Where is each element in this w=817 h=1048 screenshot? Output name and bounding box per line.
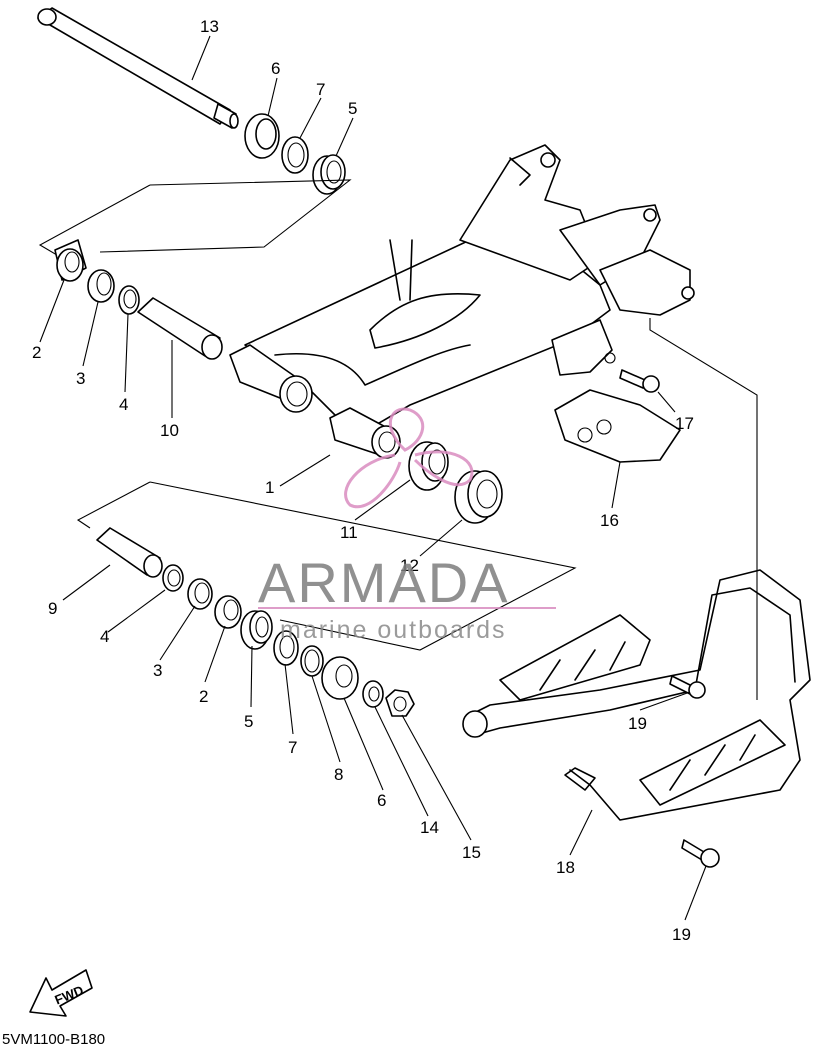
part-5-seal-lower[interactable] <box>240 610 273 650</box>
callout-17: 17 <box>675 414 694 433</box>
part-19-bolt-upper[interactable] <box>669 675 706 699</box>
callout-19-lower: 19 <box>672 925 691 944</box>
callout-3-lower: 3 <box>153 661 162 680</box>
callout-1: 1 <box>265 478 274 497</box>
callout-5: 5 <box>348 99 357 118</box>
callout-12: 12 <box>400 556 419 575</box>
callout-18: 18 <box>556 858 575 877</box>
callout-13: 13 <box>200 17 219 36</box>
part-16-chain-slider[interactable] <box>554 389 681 463</box>
part-4-washer-left[interactable] <box>118 285 140 315</box>
part-17-bolt[interactable] <box>619 369 660 393</box>
callout-4: 4 <box>119 395 128 414</box>
part-13-pivot-shaft[interactable] <box>37 7 239 129</box>
part-14-washer-small[interactable] <box>362 680 384 708</box>
upper-group-bracket <box>38 179 352 259</box>
callout-11: 11 <box>340 523 358 542</box>
callout-10: 10 <box>160 421 179 440</box>
part-1-swingarm[interactable] <box>229 144 695 459</box>
part-7-washer-lower[interactable] <box>273 630 299 666</box>
part-10-sleeve[interactable] <box>137 297 223 360</box>
part-2-bearing-lower[interactable] <box>214 595 242 629</box>
callout-16: 16 <box>600 511 619 530</box>
callout-9: 9 <box>48 599 57 618</box>
watermark-tagline: marine outboards <box>280 616 507 644</box>
callout-5-lower: 5 <box>244 712 253 731</box>
part-18-footrest-bar[interactable] <box>462 569 811 821</box>
callout-7-lower: 7 <box>288 738 297 757</box>
part-19-bolt-lower[interactable] <box>681 839 720 868</box>
part-7-washer-upper[interactable] <box>281 136 309 174</box>
callout-numbers: 13 6 7 5 2 3 4 10 1 11 12 16 17 9 4 3 2 … <box>32 17 694 944</box>
part-12-dust-seal[interactable] <box>454 470 503 524</box>
part-8-o-ring[interactable] <box>300 645 324 677</box>
watermark-brand: ARMADA <box>258 551 510 614</box>
callout-3: 3 <box>76 369 85 388</box>
leader-lines <box>39 35 707 921</box>
callout-6-lower: 6 <box>377 791 386 810</box>
part-15-nut[interactable] <box>385 689 415 717</box>
callout-19-upper: 19 <box>628 714 647 733</box>
callout-15: 15 <box>462 843 481 862</box>
part-9-sleeve-lower[interactable] <box>96 527 163 578</box>
part-4-washer-lower[interactable] <box>162 564 184 592</box>
part-6-bearing-upper[interactable] <box>244 113 280 159</box>
callout-4-lower: 4 <box>100 627 109 646</box>
watermark-logo: ARMADA marine outboards <box>258 407 556 644</box>
callout-8: 8 <box>334 765 343 784</box>
part-6-bearing-lower[interactable] <box>321 656 359 700</box>
callout-14: 14 <box>420 818 439 837</box>
callout-7: 7 <box>316 80 325 99</box>
callout-2-lower: 2 <box>199 687 208 706</box>
callout-2: 2 <box>32 343 41 362</box>
diagram-code: 5VM1100-B180 <box>2 1031 105 1048</box>
part-2-bearing-left[interactable] <box>54 239 87 282</box>
fwd-arrow: FWD <box>29 969 93 1017</box>
part-11-collar[interactable] <box>408 441 449 491</box>
part-3-collar-lower[interactable] <box>187 578 213 610</box>
part-3-collar-left[interactable] <box>87 269 115 303</box>
guide-line-right <box>649 318 758 700</box>
propeller-logo-icon <box>344 407 474 509</box>
callout-6: 6 <box>271 59 280 78</box>
